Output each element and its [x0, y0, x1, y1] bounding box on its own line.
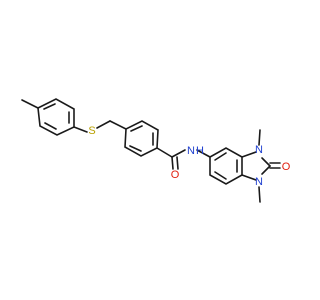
ring-nitrogen-bottom-label: N — [255, 176, 263, 188]
bond-n-methyl-bottom — [258, 186, 261, 203]
bond-carbonyl-amide-n — [171, 149, 186, 158]
amide-nitrogen-label: N — [187, 145, 195, 157]
benzimidazolone-benzene-ring — [209, 147, 243, 185]
bond-sulfur-methylene — [96, 120, 111, 129]
bond-methylene-ring — [109, 120, 127, 130]
bond-carbonyl-double-b — [176, 156, 179, 170]
molecule-canvas: S N H O N N O — [21, 98, 291, 203]
bond-tolyl-sulfur — [73, 126, 88, 133]
bond-n-methyl-top — [258, 129, 261, 146]
ring-nitrogen-top-label: N — [255, 144, 263, 156]
bond-methyl-tolyl — [21, 99, 39, 109]
bond-carbonyl-double-a — [171, 156, 174, 170]
urea-oxygen-label: O — [282, 161, 291, 173]
tolyl-ring — [37, 98, 75, 136]
imidazolone-ring — [241, 151, 271, 181]
bond-ring-carbonyl — [156, 147, 173, 158]
molecule-structure: S N H O N N O — [21, 98, 291, 203]
sulfur-label: S — [88, 125, 95, 137]
bond-amide-n-ring — [196, 149, 211, 158]
carbonyl-oxygen-label: O — [171, 169, 180, 181]
amide-hydrogen-label: H — [196, 145, 204, 157]
benzoyl-ring — [124, 120, 159, 157]
